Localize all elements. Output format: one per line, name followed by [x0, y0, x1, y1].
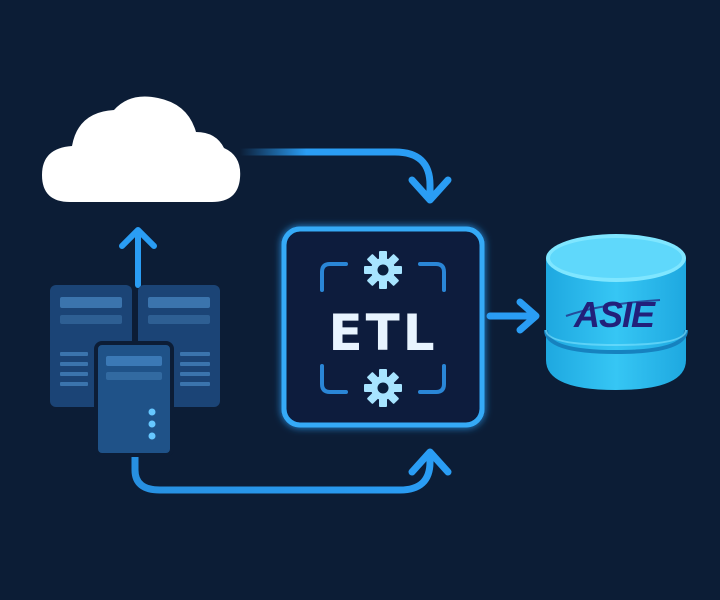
asie-logo-text: ASIE: [573, 294, 656, 335]
cloud-icon: [42, 96, 241, 202]
gear-icon: [364, 369, 402, 407]
server-rack-icon: [50, 285, 220, 457]
gear-icon: [364, 251, 402, 289]
asie-logo: ASIE: [565, 294, 661, 335]
etl-label: ETL: [328, 304, 437, 362]
database-icon: [544, 234, 688, 390]
arrow-cloud-to-etl: [236, 148, 452, 204]
arrow-servers-to-cloud: [119, 227, 157, 288]
arrow-etl-to-database: [486, 298, 540, 334]
arrow-servers-to-etl: [131, 448, 452, 494]
etl-box: [281, 226, 485, 428]
